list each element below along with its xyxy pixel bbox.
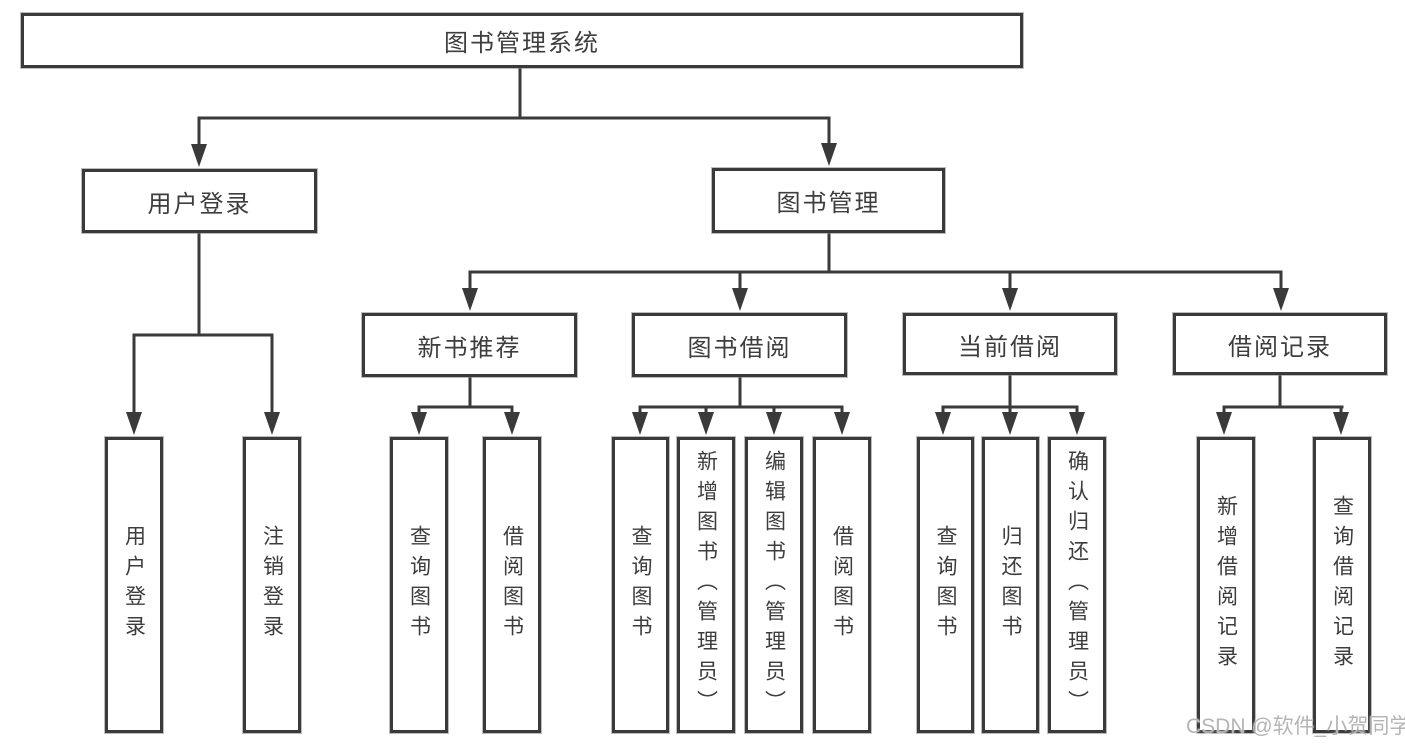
- leaf-label: 用户登录: [122, 525, 146, 645]
- node-current-borrowing: 当前借阅: [903, 313, 1117, 375]
- leaf-edit-book-admin: 编辑图书（管理员）: [745, 437, 803, 733]
- leaf-label: 查询借阅记录: [1330, 495, 1354, 675]
- node-book-management: 图书管理: [712, 168, 945, 233]
- connector-new-book-rec-to-leaves: [411, 377, 520, 435]
- leaf-add-borrow-record: 新增借阅记录: [1197, 437, 1255, 733]
- node-borrowing-records: 借阅记录: [1173, 313, 1387, 375]
- node-book-borrowing: 图书借阅: [632, 313, 847, 377]
- leaf-label: 注销登录: [260, 525, 284, 645]
- leaf-confirm-return-admin: 确认归还（管理员）: [1048, 437, 1106, 733]
- leaf-query-books-current: 查询图书: [917, 437, 974, 733]
- leaf-label: 查询图书: [407, 525, 431, 645]
- leaf-label: 新增借阅记录: [1214, 495, 1238, 675]
- leaf-label: 编辑图书（管理员）: [762, 450, 786, 720]
- leaf-label: 借阅图书: [500, 525, 524, 645]
- node-new-book-recommendation: 新书推荐: [362, 313, 577, 377]
- node-user-login: 用户登录: [82, 169, 317, 233]
- connector-current-borrowing-to-leaves: [935, 375, 1085, 435]
- node-root-system: 图书管理系统: [21, 13, 1023, 68]
- leaf-label: 查询图书: [629, 525, 652, 645]
- connector-user-login-to-leaves: [126, 233, 280, 435]
- leaf-query-borrow-record: 查询借阅记录: [1313, 437, 1371, 733]
- connector-book-borrowing-to-leaves: [632, 377, 850, 435]
- leaf-query-books-borrowing: 查询图书: [612, 437, 669, 733]
- leaf-borrow-books-borrowing: 借阅图书: [813, 437, 871, 733]
- connector-borrowing-records-to-leaves: [1216, 375, 1349, 435]
- csdn-watermark: CSDN @软件_小贺同学: [1186, 715, 1405, 738]
- connector-book-management-to-level2: [462, 233, 1289, 311]
- leaf-add-book-admin: 新增图书（管理员）: [677, 437, 735, 733]
- leaf-label: 新增图书（管理员）: [694, 450, 718, 720]
- leaf-borrow-books-rec: 借阅图书: [483, 437, 541, 733]
- connector-root-to-level1: [191, 68, 837, 167]
- leaf-query-books-rec: 查询图书: [390, 437, 448, 733]
- leaf-label: 确认归还（管理员）: [1065, 450, 1089, 720]
- leaf-label: 查询图书: [934, 525, 957, 645]
- leaf-label: 归还图书: [999, 525, 1022, 645]
- leaf-user-login: 用户登录: [105, 437, 163, 733]
- leaf-logout: 注销登录: [243, 437, 301, 733]
- leaf-label: 借阅图书: [830, 525, 854, 645]
- leaf-return-books: 归还图书: [982, 437, 1039, 733]
